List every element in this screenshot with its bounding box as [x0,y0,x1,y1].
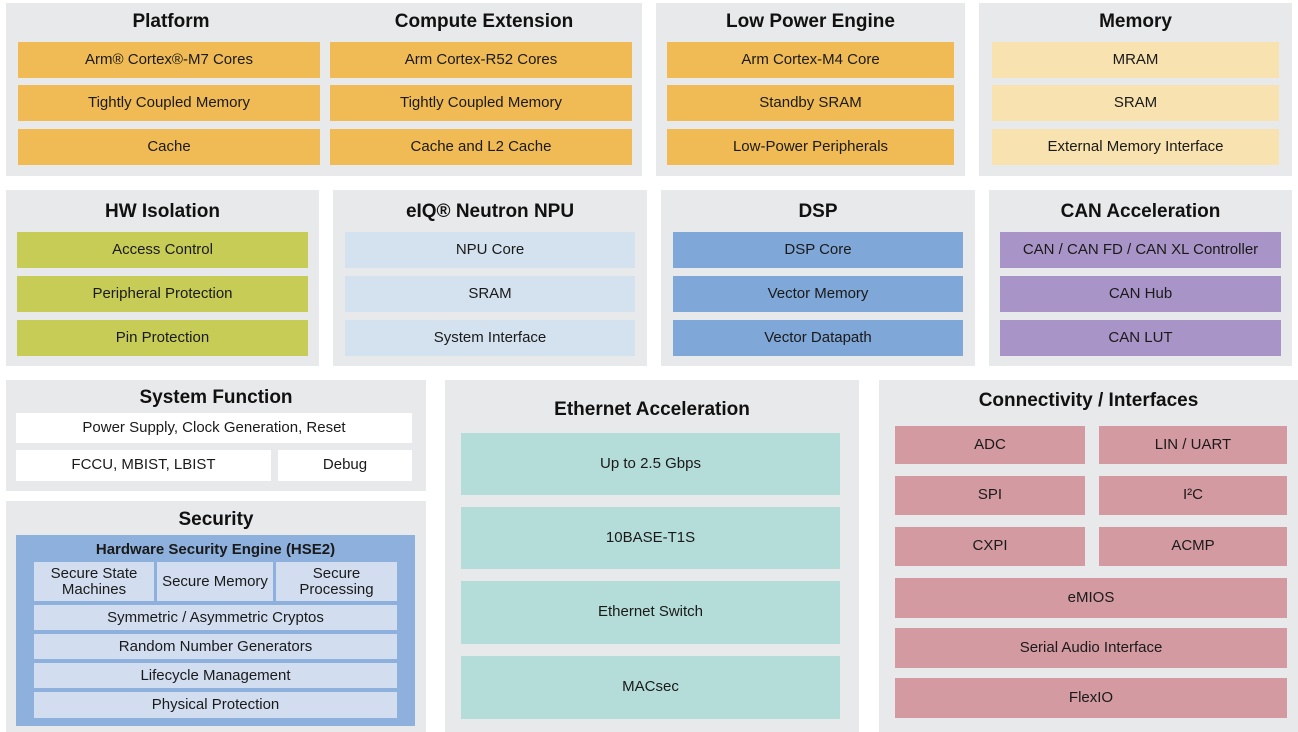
connectivity-panel: Connectivity / Interfaces ADC LIN / UART… [879,380,1298,732]
conn-item-i2c: I²C [1099,476,1287,515]
ethernet-item-speed: Up to 2.5 Gbps [461,433,840,495]
ethernet-acceleration-title: Ethernet Acceleration [554,399,750,420]
hw-isolation-panel: HW Isolation Access Control Peripheral P… [6,190,319,366]
lowpower-item-standby-sram: Standby SRAM [667,85,954,121]
hse-item-lifecycle: Lifecycle Management [34,663,397,688]
hse-item-physical-protection: Physical Protection [34,692,397,718]
low-power-engine-title: Low Power Engine [726,11,895,32]
can-item-hub: CAN Hub [1000,276,1281,312]
hwisolation-item-access-control: Access Control [17,232,308,268]
can-acceleration-panel: CAN Acceleration CAN / CAN FD / CAN XL C… [989,190,1292,366]
conn-item-spi: SPI [895,476,1085,515]
npu-item-sram: SRAM [345,276,635,312]
conn-item-flexio: FlexIO [895,678,1287,718]
security-panel: Security Hardware Security Engine (HSE2)… [6,501,426,732]
compute-extension-title: Compute Extension [394,11,574,32]
system-function-title: System Function [139,387,293,408]
system-function-panel: System Function Power Supply, Clock Gene… [6,380,426,491]
npu-item-system-interface: System Interface [345,320,635,356]
conn-item-adc: ADC [895,426,1085,464]
can-acceleration-title: CAN Acceleration [1060,201,1221,222]
lowpower-item-peripherals: Low-Power Peripherals [667,129,954,165]
npu-item-core: NPU Core [345,232,635,268]
memory-item-sram: SRAM [992,85,1279,121]
memory-title: Memory [1099,11,1172,32]
hse-item-secure-memory: Secure Memory [157,562,273,601]
hse-item-rng: Random Number Generators [34,634,397,659]
compute-item-r52-cores: Arm Cortex-R52 Cores [330,42,632,78]
sysfunc-item-debug: Debug [278,450,412,481]
platform-item-tcm: Tightly Coupled Memory [18,85,320,121]
conn-item-acmp: ACMP [1099,527,1287,566]
low-power-engine-panel: Low Power Engine Arm Cortex-M4 Core Stan… [656,3,965,176]
sysfunc-item-fccu-mbist-lbist: FCCU, MBIST, LBIST [16,450,271,481]
platform-title: Platform [132,11,210,32]
dsp-item-vector-datapath: Vector Datapath [673,320,963,356]
memory-item-ext-interface: External Memory Interface [992,129,1279,165]
platform-compute-panel: Platform Compute Extension Arm® Cortex®-… [6,3,642,176]
conn-item-emios: eMIOS [895,578,1287,618]
hwisolation-item-pin-protection: Pin Protection [17,320,308,356]
hwisolation-item-peripheral-protection: Peripheral Protection [17,276,308,312]
platform-item-cache: Cache [18,129,320,165]
memory-item-mram: MRAM [992,42,1279,78]
memory-panel: Memory MRAM SRAM External Memory Interfa… [979,3,1292,176]
ethernet-item-macsec: MACsec [461,656,840,719]
hw-isolation-title: HW Isolation [104,201,221,222]
npu-panel: eIQ® Neutron NPU NPU Core SRAM System In… [333,190,647,366]
dsp-panel: DSP DSP Core Vector Memory Vector Datapa… [661,190,975,366]
sysfunc-item-power-clock-reset: Power Supply, Clock Generation, Reset [16,413,412,443]
hse2-title: Hardware Security Engine (HSE2) [95,541,336,558]
security-title: Security [178,509,254,530]
hse-item-crypto: Symmetric / Asymmetric Cryptos [34,605,397,630]
connectivity-title: Connectivity / Interfaces [978,390,1199,411]
hse2-block: Hardware Security Engine (HSE2) Secure S… [16,535,415,726]
compute-item-cache-l2: Cache and L2 Cache [330,129,632,165]
dsp-title: DSP [798,201,838,222]
ethernet-acceleration-panel: Ethernet Acceleration Up to 2.5 Gbps 10B… [445,380,859,732]
conn-item-cxpi: CXPI [895,527,1085,566]
ethernet-item-10base-t1s: 10BASE-T1S [461,507,840,569]
npu-title: eIQ® Neutron NPU [405,201,575,222]
conn-item-sai: Serial Audio Interface [895,628,1287,668]
can-item-lut: CAN LUT [1000,320,1281,356]
compute-item-tcm: Tightly Coupled Memory [330,85,632,121]
ethernet-item-switch: Ethernet Switch [461,581,840,644]
hse-item-secure-state-machines: Secure State Machines [34,562,154,601]
conn-item-lin-uart: LIN / UART [1099,426,1287,464]
dsp-item-vector-memory: Vector Memory [673,276,963,312]
lowpower-item-m4-core: Arm Cortex-M4 Core [667,42,954,78]
dsp-item-core: DSP Core [673,232,963,268]
hse-item-secure-processing: Secure Processing [276,562,397,601]
platform-item-m7-cores: Arm® Cortex®-M7 Cores [18,42,320,78]
can-item-controller: CAN / CAN FD / CAN XL Controller [1000,232,1281,268]
